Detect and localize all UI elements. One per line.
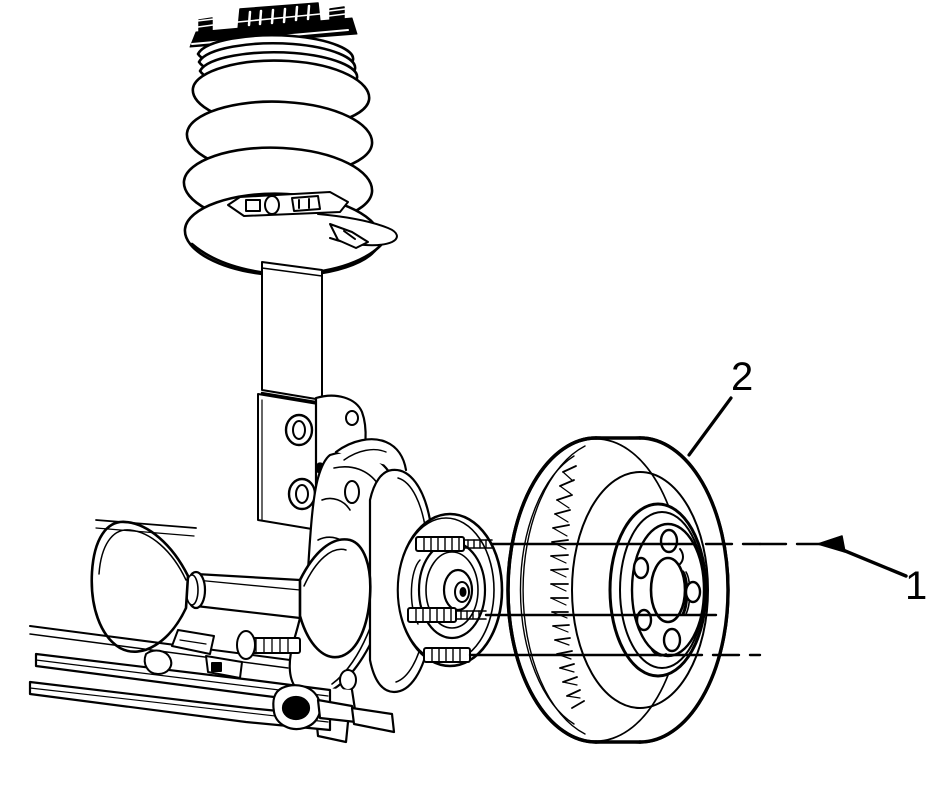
assembly-centerlines bbox=[468, 542, 762, 657]
brake-rotor bbox=[506, 436, 730, 744]
cv-boot bbox=[90, 520, 372, 659]
control-arm-brackets bbox=[143, 629, 243, 679]
leader-line-1 bbox=[836, 546, 908, 578]
wheel-stud-middle bbox=[407, 607, 487, 623]
rotor-cooling-vanes bbox=[519, 445, 586, 735]
wheel-stud-upper bbox=[415, 536, 493, 552]
wheel-stud-lower bbox=[423, 647, 471, 663]
callout-label-2: 2 bbox=[731, 355, 754, 399]
ball-joint bbox=[272, 684, 396, 734]
callout-label-1: 1 bbox=[905, 564, 928, 608]
leader-line-2 bbox=[687, 396, 733, 457]
leader-arrowhead-1 bbox=[817, 535, 846, 553]
coil-spring bbox=[182, 34, 388, 277]
callout-leaders bbox=[687, 396, 908, 578]
tie-rod-link bbox=[236, 630, 301, 660]
wheel-studs bbox=[407, 536, 493, 663]
spring-seat bbox=[227, 191, 398, 249]
